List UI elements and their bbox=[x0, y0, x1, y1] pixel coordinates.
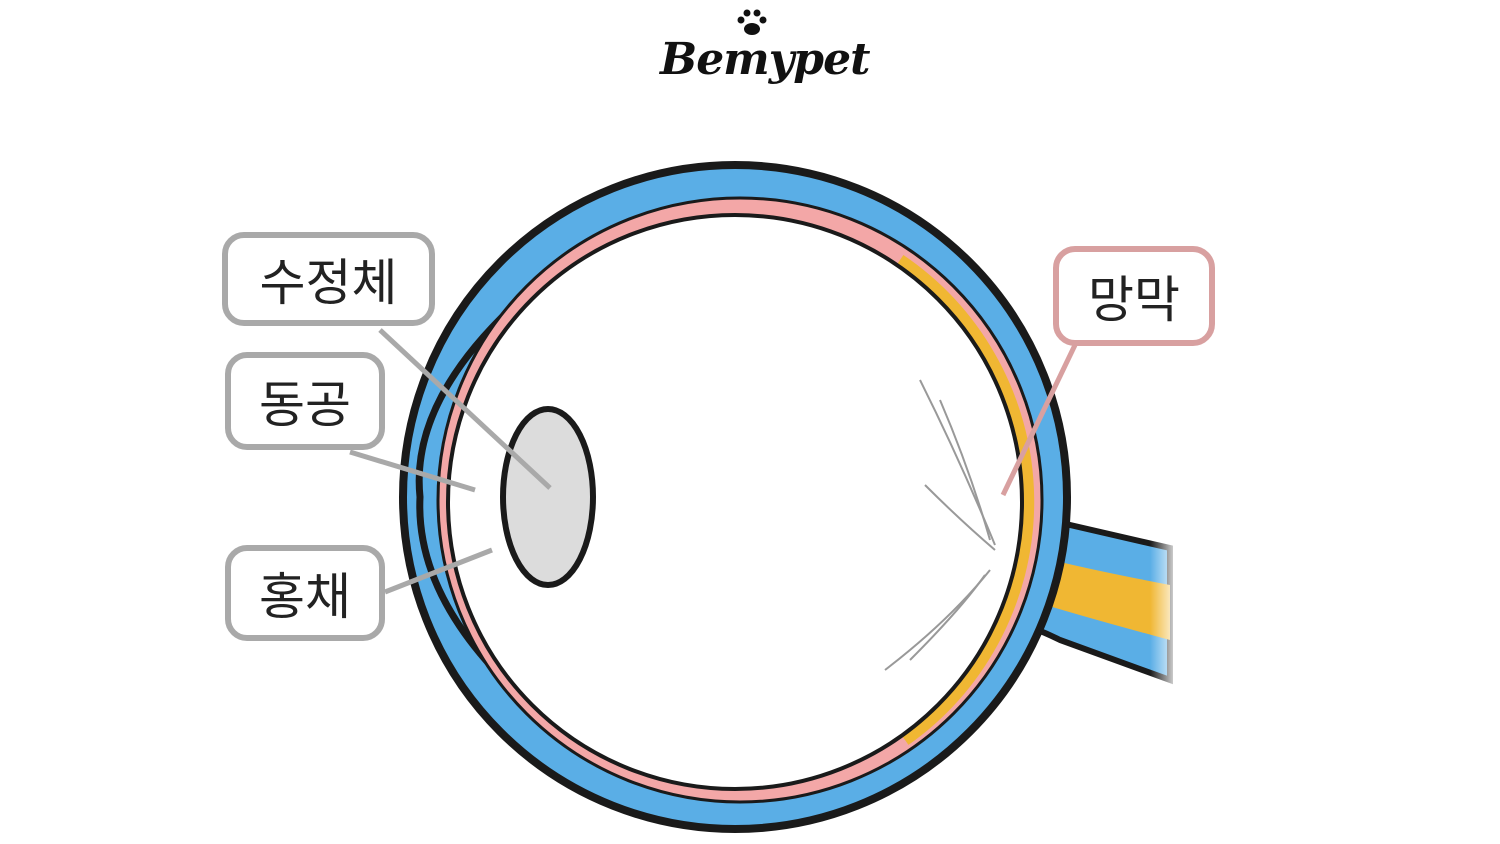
lens bbox=[500, 406, 596, 588]
label-iris: 홍채 bbox=[225, 545, 385, 641]
pupil-leader-line bbox=[349, 449, 476, 493]
retina-leader-line bbox=[1000, 343, 1078, 497]
vitreous-body bbox=[446, 213, 1024, 791]
label-lens: 수정체 bbox=[222, 232, 435, 326]
paw-icon bbox=[737, 9, 767, 35]
iris-leader-line bbox=[384, 547, 493, 595]
lens-leader-line bbox=[378, 328, 552, 490]
nerve-fibers bbox=[884, 379, 996, 671]
retina bbox=[896, 255, 1035, 745]
label-pupil: 동공 bbox=[225, 352, 385, 450]
label-retina: 망막 bbox=[1053, 246, 1215, 346]
brand-logo: Bemypet bbox=[660, 34, 870, 85]
